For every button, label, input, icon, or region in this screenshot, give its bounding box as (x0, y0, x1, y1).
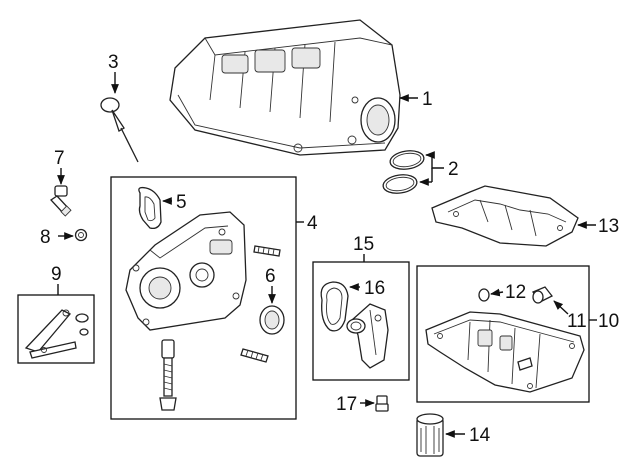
washer[interactable] (74, 228, 88, 242)
callout-3: 3 (108, 52, 119, 73)
oil-drain-bolt[interactable] (532, 286, 553, 304)
callout-16: 16 (364, 278, 385, 299)
oil-jet-bracket[interactable] (24, 309, 89, 359)
callout-15: 15 (353, 234, 374, 255)
callout-9: 9 (51, 264, 62, 285)
manifold-gaskets[interactable] (382, 149, 425, 196)
callout-1: 1 (422, 89, 433, 110)
drain-plug[interactable] (375, 395, 389, 412)
oil-filter-housing[interactable] (346, 303, 389, 369)
crank-oil-seal[interactable] (259, 305, 285, 335)
relief-valve-bolt[interactable] (159, 339, 177, 411)
dipstick[interactable] (100, 97, 139, 163)
oil-pump[interactable] (125, 211, 247, 331)
oil-pan[interactable] (425, 311, 585, 393)
stud-bolt-upper[interactable] (253, 245, 281, 257)
callout-4: 4 (307, 213, 318, 234)
part-9-box (17, 294, 95, 364)
callout-12: 12 (505, 282, 526, 303)
part-15-box (312, 261, 410, 381)
callout-13: 13 (598, 216, 619, 237)
oil-pump-box (110, 176, 297, 420)
oil-baffle-plate[interactable] (431, 185, 579, 247)
callout-11: 11 (567, 311, 587, 332)
callout-17: 17 (336, 394, 357, 415)
intake-manifold[interactable] (169, 19, 401, 156)
oil-pan-o-ring[interactable] (478, 288, 490, 302)
pan-side-seal[interactable] (517, 357, 533, 371)
filter-housing-gasket[interactable] (320, 281, 349, 332)
callout-2: 2 (448, 159, 459, 180)
callout-7: 7 (54, 148, 65, 169)
callout-5: 5 (176, 192, 187, 213)
pump-gasket[interactable] (138, 186, 162, 230)
callout-8: 8 (40, 227, 51, 248)
oil-filter[interactable] (416, 413, 444, 457)
stud-bolt-lower[interactable] (240, 348, 269, 363)
callout-6: 6 (265, 266, 276, 287)
callout-10: 10 (598, 311, 619, 332)
oil-pan-box (416, 265, 590, 403)
oil-pressure-switch[interactable] (50, 185, 72, 217)
callout-14: 14 (469, 425, 491, 446)
